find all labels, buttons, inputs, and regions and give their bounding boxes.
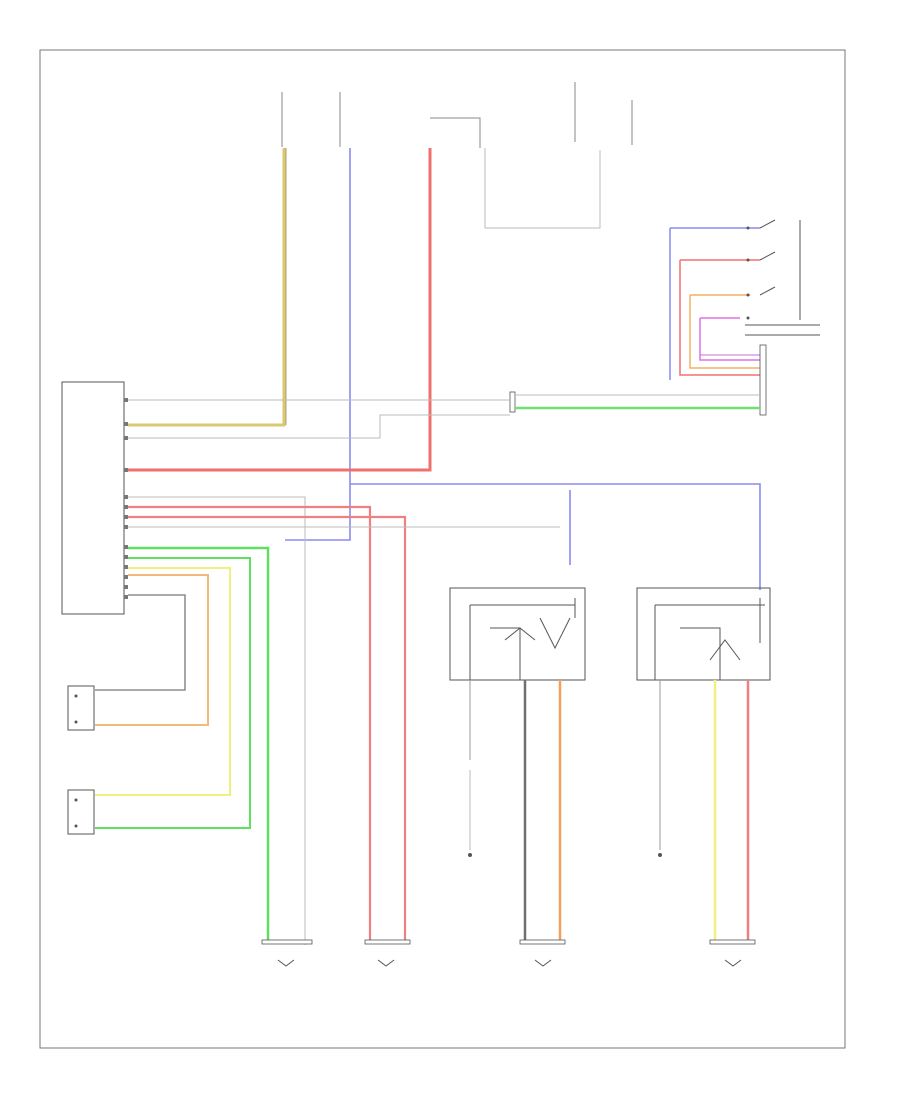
lumbar-adjustment-module — [449, 587, 586, 681]
wire-blue-feed — [285, 148, 351, 541]
memory-switch — [669, 219, 820, 380]
wire-gray-2 — [128, 414, 510, 439]
diagram-frame — [39, 49, 846, 1049]
wire-white-loop — [484, 148, 601, 229]
wire-green-out-2 — [95, 557, 251, 829]
wire-pink-out-1 — [128, 505, 372, 940]
seat-cushion-module — [636, 587, 771, 681]
wire-blue-bus — [350, 483, 761, 590]
wire-yellow-out — [95, 567, 231, 796]
wire-yellow-feed — [128, 148, 286, 427]
motor-left-front-seat-2 — [364, 939, 411, 967]
wire-black-out — [95, 594, 186, 691]
fuse-stubs — [281, 82, 633, 148]
front-power-seat-unit — [61, 381, 128, 615]
wire-green-out-1 — [128, 546, 270, 940]
left-seat-cushion-switch — [67, 789, 95, 835]
motor-seat-cushion — [709, 939, 756, 967]
splice-center — [509, 391, 516, 413]
motor-lumbar — [519, 939, 566, 967]
wire-orange-out — [95, 574, 209, 726]
motor-left-front-seat-1 — [261, 939, 313, 967]
memory-switch-connector — [759, 344, 767, 416]
lumbar-ground — [468, 853, 472, 857]
wire-red-feed — [128, 148, 432, 472]
left-front-lumbar-switch — [67, 685, 95, 731]
wire-gray-out — [128, 496, 306, 945]
cushion-ground — [658, 853, 662, 857]
wire-pink-out-2 — [128, 515, 407, 940]
